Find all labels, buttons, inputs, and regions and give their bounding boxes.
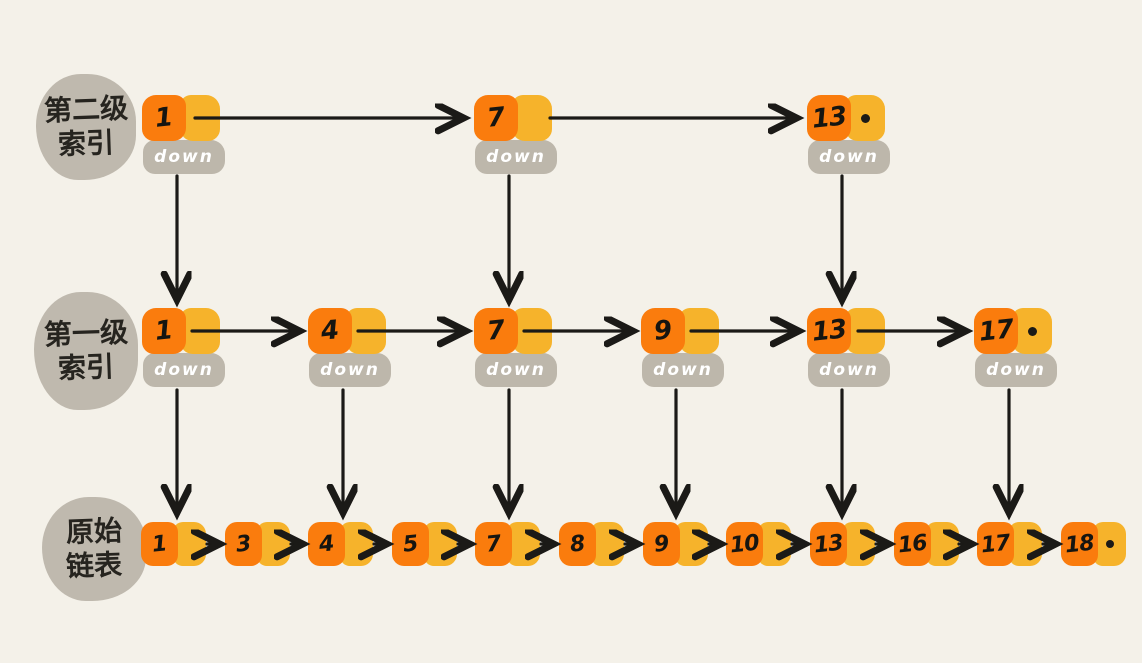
node-value: 1 [153,102,175,134]
node-value: 17 [979,530,1012,558]
list-node: 3 [225,522,290,566]
node-value-cell: 1 [142,308,186,354]
label-line: 索引 [57,126,115,161]
down-pointer-label: down [808,353,890,387]
node-value: 13 [810,314,848,348]
label-line: 原始 [65,514,123,550]
list-node: 8 [559,522,624,566]
list-node: 18 [1061,522,1126,566]
node-pointer-cell [512,95,552,141]
label-line: 索引 [57,350,115,385]
node-value: 8 [569,530,586,558]
list-node: 5 [392,522,457,566]
node-value: 1 [151,530,168,558]
node-value-cell: 5 [392,522,429,566]
node-pointer-cell [180,95,220,141]
node-pointer-cell [512,308,552,354]
list-node: 4 [308,522,373,566]
node-value: 4 [318,530,335,558]
index-node: 7 down [474,308,557,387]
node-value: 9 [652,315,674,347]
node-pointer-cell [845,308,885,354]
node-value: 10 [728,530,761,558]
node-value-cell: 7 [474,95,518,141]
list-node: 7 [475,522,540,566]
null-pointer-dot [1027,326,1037,336]
index-node: 17 down [974,308,1057,387]
label-line: 链表 [65,548,123,583]
node-value-cell: 9 [643,522,680,566]
index-node: 9 down [641,308,724,387]
node-value-cell: 8 [559,522,596,566]
node-value: 4 [319,315,341,347]
null-pointer-dot [1105,540,1114,548]
down-pointer-label: down [975,353,1057,387]
node-value-cell: 9 [641,308,685,354]
node-value-cell: 1 [142,95,186,141]
node-value: 13 [812,530,845,558]
index-node: 1 down [142,308,225,387]
list-node: 13 [810,522,875,566]
node-value-cell: 17 [974,308,1018,354]
null-pointer-dot [860,113,870,123]
node-value-cell: 17 [977,522,1014,566]
node-value-cell: 13 [807,308,851,354]
index-node: 4 down [308,308,391,387]
node-pointer-cell [1012,308,1052,354]
node-value-cell: 13 [810,522,847,566]
down-pointer-label: down [309,353,391,387]
node-pointer-cell [845,95,885,141]
label-line: 第二级 [43,91,129,128]
label-original-linked-list: 原始 链表 [42,497,146,601]
node-value: 3 [235,530,252,558]
node-value-cell: 10 [726,522,763,566]
down-pointer-label: down [143,353,225,387]
node-value-cell: 1 [141,522,178,566]
list-node: 1 [141,522,206,566]
node-value: 7 [485,102,507,134]
label-level-2-index: 第二级 索引 [36,74,136,180]
node-value-cell: 13 [807,95,851,141]
node-value-cell: 16 [894,522,931,566]
down-pointer-label: down [143,140,225,174]
node-value: 17 [977,314,1015,348]
node-value-cell: 7 [474,308,518,354]
node-value: 1 [153,315,175,347]
node-value: 13 [810,101,848,135]
list-node: 9 [643,522,708,566]
list-node: 16 [894,522,959,566]
node-value: 16 [896,530,929,558]
node-value-cell: 3 [225,522,262,566]
label-line: 第一级 [43,315,129,352]
node-value-cell: 4 [308,308,352,354]
node-value: 5 [402,530,419,558]
node-value: 9 [653,530,670,558]
node-pointer-cell [1093,522,1126,566]
index-node: 7 down [474,95,557,174]
node-value-cell: 7 [475,522,512,566]
down-pointer-label: down [642,353,724,387]
node-value-cell: 4 [308,522,345,566]
node-value-cell: 18 [1061,522,1098,566]
node-value: 7 [485,315,507,347]
list-node: 17 [977,522,1042,566]
node-value: 7 [485,530,502,558]
list-node: 10 [726,522,791,566]
index-node: 1 down [142,95,225,174]
down-pointer-label: down [808,140,890,174]
down-pointer-label: down [475,353,557,387]
index-node: 13 down [807,308,890,387]
down-pointer-label: down [475,140,557,174]
node-pointer-cell [180,308,220,354]
node-pointer-cell [346,308,386,354]
node-pointer-cell [679,308,719,354]
index-node: 13 down [807,95,890,174]
label-level-1-index: 第一级 索引 [34,292,138,410]
node-value: 18 [1063,530,1096,558]
